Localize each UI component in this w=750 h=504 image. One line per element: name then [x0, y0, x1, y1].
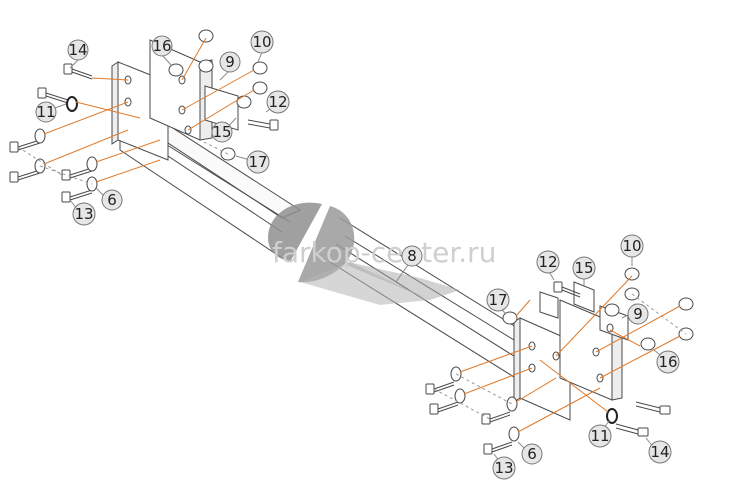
left-dash-lines [17, 139, 229, 185]
svg-text:16: 16 [658, 353, 677, 371]
bolt-icon [63, 63, 93, 80]
bolt-icon [9, 169, 41, 183]
svg-text:17: 17 [248, 153, 267, 171]
nut-icon [198, 29, 214, 43]
callout-center-8: 8 [401, 245, 423, 267]
left-leader-lines [43, 37, 255, 183]
right-bracket [513, 281, 629, 421]
nut-icon [252, 81, 268, 95]
callout-right-13: 13 [492, 456, 516, 480]
washer-icon [508, 426, 520, 442]
right-dash-lines [433, 293, 687, 420]
svg-text:16: 16 [152, 37, 171, 55]
callout-right-15: 15 [572, 256, 596, 280]
callout-right-12: 12 [536, 250, 560, 274]
callout-right-9: 9 [627, 303, 649, 325]
svg-text:14: 14 [650, 443, 669, 461]
svg-text:12: 12 [538, 253, 557, 271]
tube-break-symbol [268, 202, 460, 305]
callout-right-6: 6 [521, 443, 543, 465]
nut-icon [236, 95, 252, 109]
left-bracket [111, 39, 239, 161]
bolt-icon [481, 411, 511, 425]
svg-text:13: 13 [494, 459, 513, 477]
callout-right-14: 14 [648, 440, 672, 464]
callout-left-17: 17 [246, 150, 270, 174]
svg-text:11: 11 [590, 427, 609, 445]
callout-left-9: 9 [219, 51, 241, 73]
right-bolts [425, 281, 671, 455]
bolt-icon [61, 167, 93, 181]
lock-washer-icon [66, 96, 78, 112]
callout-left-15: 15 [211, 121, 233, 143]
bolt-icon [483, 441, 513, 455]
callout-right-11: 11 [588, 424, 612, 448]
svg-text:6: 6 [527, 445, 537, 463]
washer-icon [454, 388, 466, 404]
right-leader-lines [459, 275, 681, 433]
nut-icon [168, 63, 184, 77]
right-nuts [502, 267, 694, 351]
nut-icon [252, 61, 268, 75]
bolt-icon [635, 401, 671, 415]
svg-text:14: 14 [68, 41, 87, 59]
callout-left-6: 6 [101, 189, 123, 211]
washer-icon [34, 128, 46, 144]
svg-text:6: 6 [107, 191, 117, 209]
bolt-icon [615, 423, 649, 437]
callout-left-11: 11 [35, 101, 57, 123]
bolt-icon [37, 87, 69, 104]
callout-right-10: 10 [620, 234, 644, 258]
callout-left-12: 12 [266, 90, 290, 114]
callout-left-13: 13 [72, 202, 96, 226]
washer-icon [506, 396, 518, 412]
svg-text:8: 8 [407, 247, 417, 265]
bolt-icon [553, 281, 581, 298]
svg-text:12: 12 [268, 93, 287, 111]
nut-icon [198, 59, 214, 73]
svg-text:13: 13 [74, 205, 93, 223]
bolt-icon [429, 401, 459, 415]
bolt-icon [9, 139, 41, 153]
callout-bubbles: 14 16 10 9 12 11 15 17 [35, 30, 680, 480]
callout-left-14: 14 [67, 39, 89, 61]
callout-right-17: 17 [486, 288, 510, 312]
watermark-text: farkop-center.ru [272, 236, 496, 269]
svg-text:17: 17 [488, 291, 507, 309]
callout-left-16: 16 [151, 35, 173, 57]
nut-icon [604, 303, 620, 317]
svg-text:15: 15 [212, 123, 231, 141]
left-bolts [9, 63, 279, 203]
svg-text:9: 9 [225, 53, 235, 71]
callout-right-16: 16 [656, 350, 680, 374]
svg-text:15: 15 [574, 259, 593, 277]
nut-icon [640, 337, 656, 351]
nut-icon [624, 267, 640, 281]
callout-left-10: 10 [250, 30, 274, 54]
bolt-icon [61, 189, 93, 203]
svg-text:10: 10 [252, 33, 271, 51]
lock-washer-icon [606, 408, 618, 424]
right-washers [450, 366, 618, 442]
washer-icon [86, 156, 98, 172]
bolt-icon [247, 119, 279, 131]
bolt-icon [425, 381, 455, 395]
svg-text:11: 11 [36, 103, 55, 121]
nut-icon [678, 297, 694, 311]
svg-text:10: 10 [622, 237, 641, 255]
svg-text:9: 9 [633, 305, 643, 323]
nut-icon [502, 311, 518, 325]
